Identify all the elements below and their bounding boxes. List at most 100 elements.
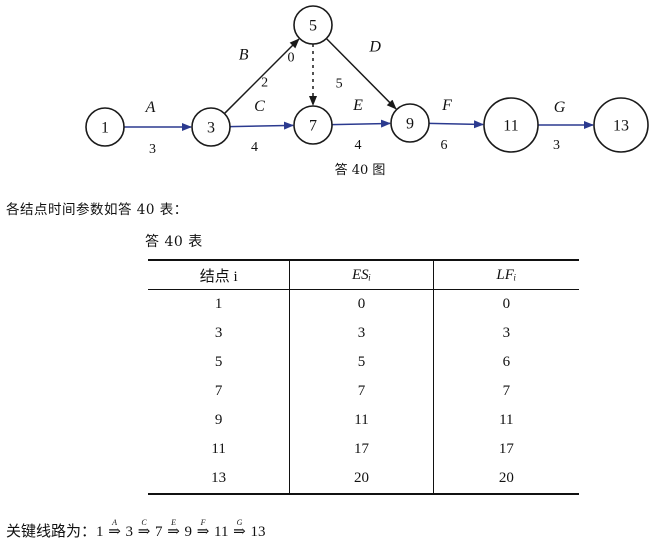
header-lf: LFᵢ: [433, 259, 579, 290]
duration-label: 4: [251, 140, 258, 155]
double-arrow-icon: ⇒: [137, 522, 151, 540]
node-circle: [390, 103, 430, 143]
header-es: ESᵢ: [289, 259, 434, 290]
cell-es: 0: [289, 289, 434, 319]
duration-label: 2: [261, 75, 268, 90]
node-label: 5: [309, 18, 317, 35]
critical-activity-label: A: [112, 518, 117, 527]
edge-9-11: [428, 120, 485, 129]
duration-label: 5: [336, 77, 343, 92]
cell-lf: 7: [502, 383, 511, 399]
edges-layer: A 3 B2C 4 0 D 5E 4 F 6 G 3: [124, 37, 594, 157]
node-circle: [85, 107, 125, 147]
duration-label: 3: [553, 138, 560, 153]
critical-arrow: A⇒: [104, 518, 126, 540]
activity-label: B: [239, 46, 249, 63]
node-label: 7: [309, 118, 317, 135]
critical-node: 13: [250, 524, 266, 540]
table-title: 答 40 表: [145, 234, 203, 250]
node-1: 1: [85, 107, 125, 147]
double-arrow-icon: ⇒: [108, 522, 121, 540]
node-label: 1: [101, 120, 109, 137]
table-row: 5 5 6: [148, 348, 579, 377]
node-label: 11: [503, 118, 518, 135]
node-3: 3: [191, 107, 231, 147]
cell-lf: 0: [502, 296, 511, 312]
critical-arrow: C⇒: [133, 518, 155, 540]
table-row: 3 3 3: [148, 319, 579, 348]
node-circle: [293, 105, 333, 145]
node-label: 13: [613, 118, 629, 135]
node-circle: [293, 5, 333, 45]
table-row: 7 7 7: [148, 377, 579, 406]
cell-node: 3: [148, 319, 291, 348]
double-arrow-icon: ⇒: [233, 522, 246, 540]
activity-label: G: [554, 99, 566, 116]
node-11: 11: [483, 97, 539, 153]
intro-text: 各结点时间参数如答 40 表：: [6, 202, 188, 218]
cell-node: 9: [148, 406, 291, 435]
cell-lf: 17: [498, 441, 514, 457]
edge-3-5: [223, 38, 300, 115]
cell-es: 17: [289, 435, 434, 464]
edge-3-7: [229, 121, 295, 130]
cell-lf: 3: [502, 325, 511, 341]
cell-es: 20: [289, 464, 434, 495]
node-circle: [191, 107, 231, 147]
critical-node: 1: [96, 524, 104, 540]
table-row: 13 20 20: [148, 464, 579, 495]
cell-es: 7: [289, 377, 434, 406]
activity-label: F: [441, 97, 452, 114]
cell-lf: 20: [433, 464, 579, 495]
duration-label: 3: [149, 142, 156, 157]
figure-caption: 答 40 图: [335, 162, 386, 178]
critical-arrow: F⇒: [192, 518, 214, 540]
critical-activity-label: C: [141, 518, 147, 527]
activity-label: E: [352, 97, 363, 114]
node-label: 9: [406, 116, 414, 133]
activity-label: C: [254, 98, 265, 115]
duration-label: 4: [355, 138, 362, 153]
cell-es: 3: [289, 319, 434, 348]
table-row: 11 17 17: [148, 435, 579, 464]
table-row: 9 11 11: [148, 406, 579, 435]
critical-node: 7: [155, 524, 163, 540]
node-circle: [593, 97, 649, 153]
edge-5-9: [325, 37, 397, 110]
cell-node: 7: [148, 377, 291, 406]
critical-path-label: 关键线路为：: [6, 522, 97, 540]
critical-activity-label: F: [200, 518, 206, 527]
cell-node: 5: [148, 348, 291, 377]
double-arrow-icon: ⇒: [196, 522, 210, 540]
cell-node: 11: [148, 435, 291, 464]
critical-node: 11: [214, 524, 229, 540]
cell-lf: 6: [502, 354, 511, 370]
node-13: 13: [593, 97, 649, 153]
critical-arrow: G⇒: [228, 518, 250, 540]
critical-activity-label: G: [236, 518, 243, 527]
cell-es: 5: [289, 348, 434, 377]
activity-label: A: [145, 99, 156, 116]
critical-activity-label: E: [171, 518, 176, 527]
node-7: 7: [293, 105, 333, 145]
header-node: 结点 i: [148, 259, 291, 290]
duration-label: 0: [288, 51, 295, 66]
table-header-row: 结点 i ESᵢ LFᵢ: [148, 259, 579, 290]
critical-node: 9: [184, 524, 193, 540]
table-row: 1 0 0: [148, 289, 579, 319]
node-9: 9: [390, 103, 430, 143]
cell-lf: 11: [499, 412, 514, 428]
critical-node: 3: [125, 524, 134, 540]
parameters-table: 结点 i ESᵢ LFᵢ 1 0 0 3 3 3 5 5 6 7 7 7 9 1…: [148, 259, 579, 495]
node-5: 5: [293, 5, 333, 45]
duration-label: 6: [441, 138, 448, 153]
activity-label: D: [368, 39, 381, 56]
critical-arrow: E⇒: [163, 518, 185, 540]
node-label: 3: [207, 120, 215, 137]
edge-7-9: [331, 119, 392, 128]
cell-node: 1: [148, 289, 291, 319]
